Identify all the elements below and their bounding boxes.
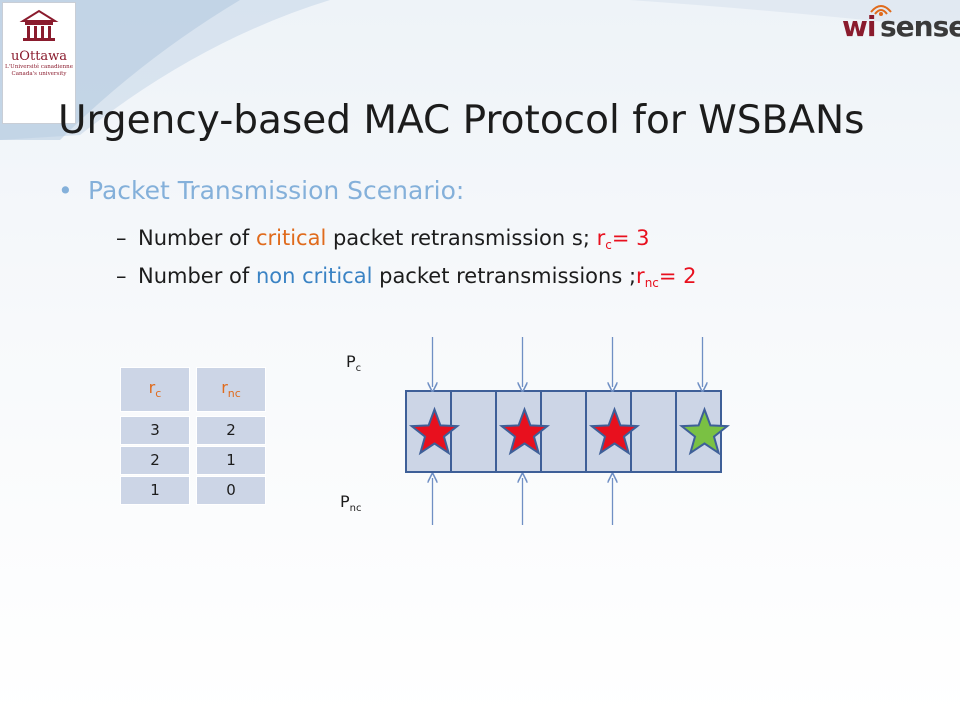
critical-packet-star-icon — [498, 406, 551, 456]
page-title: Urgency-based MAC Protocol for WSBANs — [58, 98, 865, 143]
university-building-icon — [19, 9, 59, 41]
rnc-value-3: 0 — [196, 476, 266, 505]
time-slot — [540, 390, 587, 473]
line2-post: packet retransmissions ; — [372, 264, 637, 288]
rnc-counter-header: rnc — [196, 367, 266, 412]
line1-var: rc= 3 — [596, 226, 650, 252]
time-slot — [630, 390, 677, 473]
noncritical-packet-star-icon — [678, 406, 730, 456]
uottawa-subtitle-en: Canada's university — [11, 71, 67, 77]
uottawa-logo: uOttawa L'Université canadienne Canada's… — [2, 2, 76, 124]
line2-noncritical-word: non critical — [255, 264, 373, 288]
timeslot-diagram — [405, 337, 730, 525]
line1-post: packet retransmission s; — [326, 226, 597, 250]
rnc-value-1: 2 — [196, 416, 266, 445]
rc-value-2: 2 — [120, 446, 190, 475]
rc-value-3: 1 — [120, 476, 190, 505]
pnc-label: Pnc — [340, 492, 362, 515]
pc-label: Pc — [346, 352, 362, 375]
rc-value-1: 3 — [120, 416, 190, 445]
line2-pre: Number of — [138, 264, 256, 288]
bullet-dash: – — [116, 264, 127, 288]
bullet-main: • Packet Transmission Scenario: — [58, 176, 464, 205]
line2-var: rnc= 2 — [636, 264, 697, 290]
wireless-signal-icon — [870, 5, 892, 16]
critical-packet-star-icon — [408, 406, 461, 456]
line1-critical-word: critical — [255, 226, 327, 250]
wisense-wordmark-sense: sense — [880, 10, 960, 43]
wisense-wordmark-wi: wi — [842, 10, 876, 43]
rnc-value-2: 1 — [196, 446, 266, 475]
uottawa-subtitle-fr: L'Université canadienne — [5, 64, 73, 70]
bullet-dash: – — [116, 226, 127, 250]
critical-packet-star-icon — [588, 406, 641, 456]
rc-counter-header: rc — [120, 367, 190, 412]
wisense-logo: wi sense — [842, 4, 960, 44]
uottawa-wordmark: uOttawa — [10, 49, 68, 64]
bullet-main-text: Packet Transmission Scenario: — [88, 176, 465, 205]
bullet-critical-retransmissions: –Number of critical packet retransmissio… — [116, 226, 649, 252]
time-slot — [450, 390, 497, 473]
bullet-noncritical-retransmissions: –Number of non critical packet retransmi… — [116, 264, 697, 290]
bullet-dot: • — [58, 176, 73, 205]
line1-pre: Number of — [138, 226, 256, 250]
